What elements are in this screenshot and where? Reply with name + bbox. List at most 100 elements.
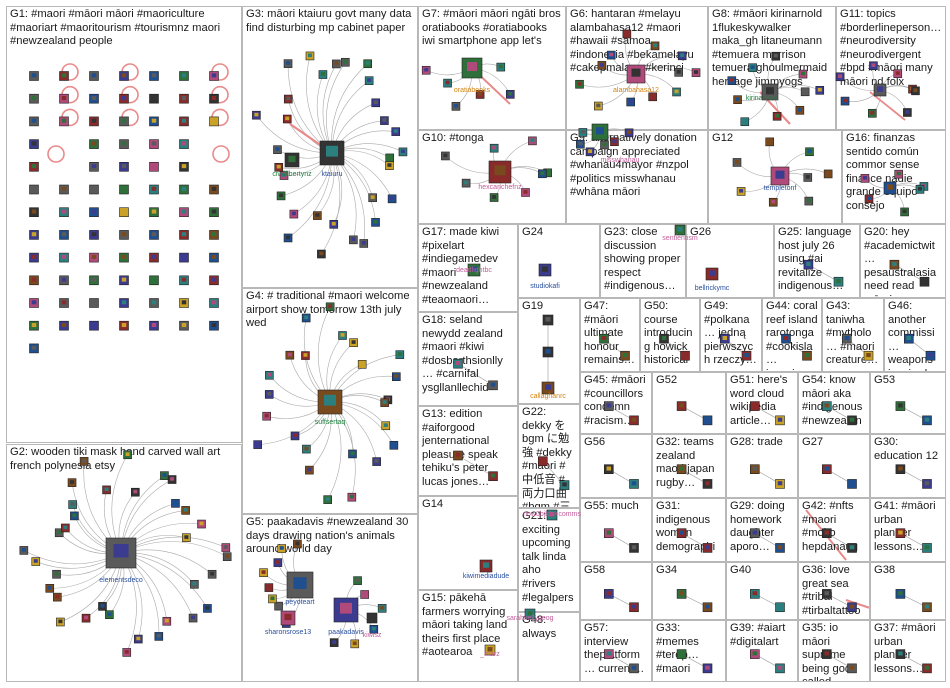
node-avatar[interactable] <box>674 68 683 77</box>
node-avatar[interactable] <box>815 86 825 95</box>
node-avatar[interactable] <box>89 298 99 308</box>
node-avatar[interactable] <box>559 480 570 490</box>
node-avatar[interactable] <box>610 137 619 147</box>
node-avatar[interactable] <box>771 51 781 61</box>
node-avatar[interactable] <box>209 93 219 104</box>
node-avatar[interactable] <box>475 90 485 99</box>
node-avatar[interactable] <box>603 528 614 539</box>
node-avatar[interactable] <box>387 194 397 204</box>
node-avatar[interactable] <box>179 93 189 104</box>
node-avatar[interactable] <box>461 178 471 188</box>
node-avatar[interactable] <box>911 86 920 96</box>
node-avatar[interactable] <box>659 333 669 344</box>
node-avatar[interactable] <box>489 193 499 202</box>
node-avatar[interactable] <box>283 94 293 104</box>
node-avatar[interactable] <box>119 275 129 286</box>
node-avatar[interactable] <box>542 346 554 358</box>
node-avatar[interactable] <box>749 401 760 411</box>
node-avatar[interactable] <box>29 93 39 104</box>
node-avatar[interactable] <box>209 320 219 331</box>
node-avatar[interactable] <box>680 350 690 361</box>
hub-avatar[interactable] <box>626 64 646 84</box>
node-avatar[interactable] <box>922 663 932 674</box>
node-avatar[interactable] <box>772 111 782 121</box>
node-avatar[interactable] <box>453 450 463 461</box>
node-avatar[interactable] <box>677 51 687 61</box>
node-avatar[interactable] <box>160 471 169 480</box>
node-avatar[interactable] <box>847 663 857 674</box>
node-avatar[interactable] <box>31 557 41 566</box>
node-avatar[interactable] <box>264 390 274 399</box>
node-avatar[interactable] <box>89 139 99 149</box>
hub-avatar[interactable] <box>770 166 790 186</box>
node-avatar[interactable] <box>443 78 452 88</box>
node-avatar[interactable] <box>385 153 395 163</box>
node-avatar[interactable] <box>81 613 91 623</box>
node-avatar[interactable] <box>209 71 219 81</box>
node-avatar[interactable] <box>59 275 69 286</box>
node-avatar[interactable] <box>67 478 77 487</box>
node-avatar[interactable] <box>70 511 79 521</box>
node-avatar[interactable] <box>29 139 39 149</box>
node-avatar[interactable] <box>749 464 760 475</box>
node-avatar[interactable] <box>821 589 832 599</box>
node-avatar[interactable] <box>284 152 300 168</box>
node-avatar[interactable] <box>624 128 634 138</box>
node-avatar[interactable] <box>903 333 914 344</box>
node-avatar[interactable] <box>119 230 129 240</box>
node-avatar[interactable] <box>775 415 785 426</box>
node-avatar[interactable] <box>282 114 292 124</box>
node-avatar[interactable] <box>45 584 55 593</box>
node-avatar[interactable] <box>803 173 813 182</box>
node-avatar[interactable] <box>274 162 284 172</box>
node-avatar[interactable] <box>179 71 189 81</box>
node-avatar[interactable] <box>528 136 537 146</box>
node-avatar[interactable] <box>833 276 844 287</box>
node-avatar[interactable] <box>350 639 360 649</box>
node-avatar[interactable] <box>353 576 362 585</box>
node-avatar[interactable] <box>676 528 687 539</box>
node-avatar[interactable] <box>775 479 785 489</box>
node-avatar[interactable] <box>89 252 99 263</box>
node-avatar[interactable] <box>821 528 832 539</box>
node-avatar[interactable] <box>869 61 878 71</box>
node-avatar[interactable] <box>740 117 750 127</box>
node-avatar[interactable] <box>847 543 857 553</box>
node-avatar[interactable] <box>19 546 29 555</box>
node-avatar[interactable] <box>265 370 274 380</box>
node-avatar[interactable] <box>89 207 99 217</box>
node-avatar[interactable] <box>368 193 377 203</box>
node-avatar[interactable] <box>188 613 198 623</box>
node-avatar[interactable] <box>338 331 347 340</box>
node-avatar[interactable] <box>676 649 687 659</box>
node-avatar[interactable] <box>719 333 730 344</box>
node-avatar[interactable] <box>489 143 499 153</box>
hub-avatar[interactable] <box>105 537 137 569</box>
node-avatar[interactable] <box>768 197 778 207</box>
node-avatar[interactable] <box>119 139 129 149</box>
node-avatar[interactable] <box>179 207 189 217</box>
node-avatar[interactable] <box>864 194 874 204</box>
node-avatar[interactable] <box>895 464 906 475</box>
node-avatar[interactable] <box>305 465 314 475</box>
node-avatar[interactable] <box>599 333 609 344</box>
node-avatar[interactable] <box>733 95 742 104</box>
node-avatar[interactable] <box>629 602 639 613</box>
node-avatar[interactable] <box>162 616 172 626</box>
node-avatar[interactable] <box>293 539 302 549</box>
node-avatar[interactable] <box>68 500 77 509</box>
node-avatar[interactable] <box>895 401 906 411</box>
node-avatar[interactable] <box>29 320 39 331</box>
node-avatar[interactable] <box>29 162 39 172</box>
node-avatar[interactable] <box>821 464 832 475</box>
node-avatar[interactable] <box>305 51 315 61</box>
node-avatar[interactable] <box>181 506 190 515</box>
node-avatar[interactable] <box>341 57 350 67</box>
node-avatar[interactable] <box>603 589 614 599</box>
node-avatar[interactable] <box>149 162 159 172</box>
node-avatar[interactable] <box>889 259 900 270</box>
node-avatar[interactable] <box>702 479 713 489</box>
node-avatar[interactable] <box>209 116 219 127</box>
node-avatar[interactable] <box>847 415 857 426</box>
node-avatar[interactable] <box>603 464 614 475</box>
